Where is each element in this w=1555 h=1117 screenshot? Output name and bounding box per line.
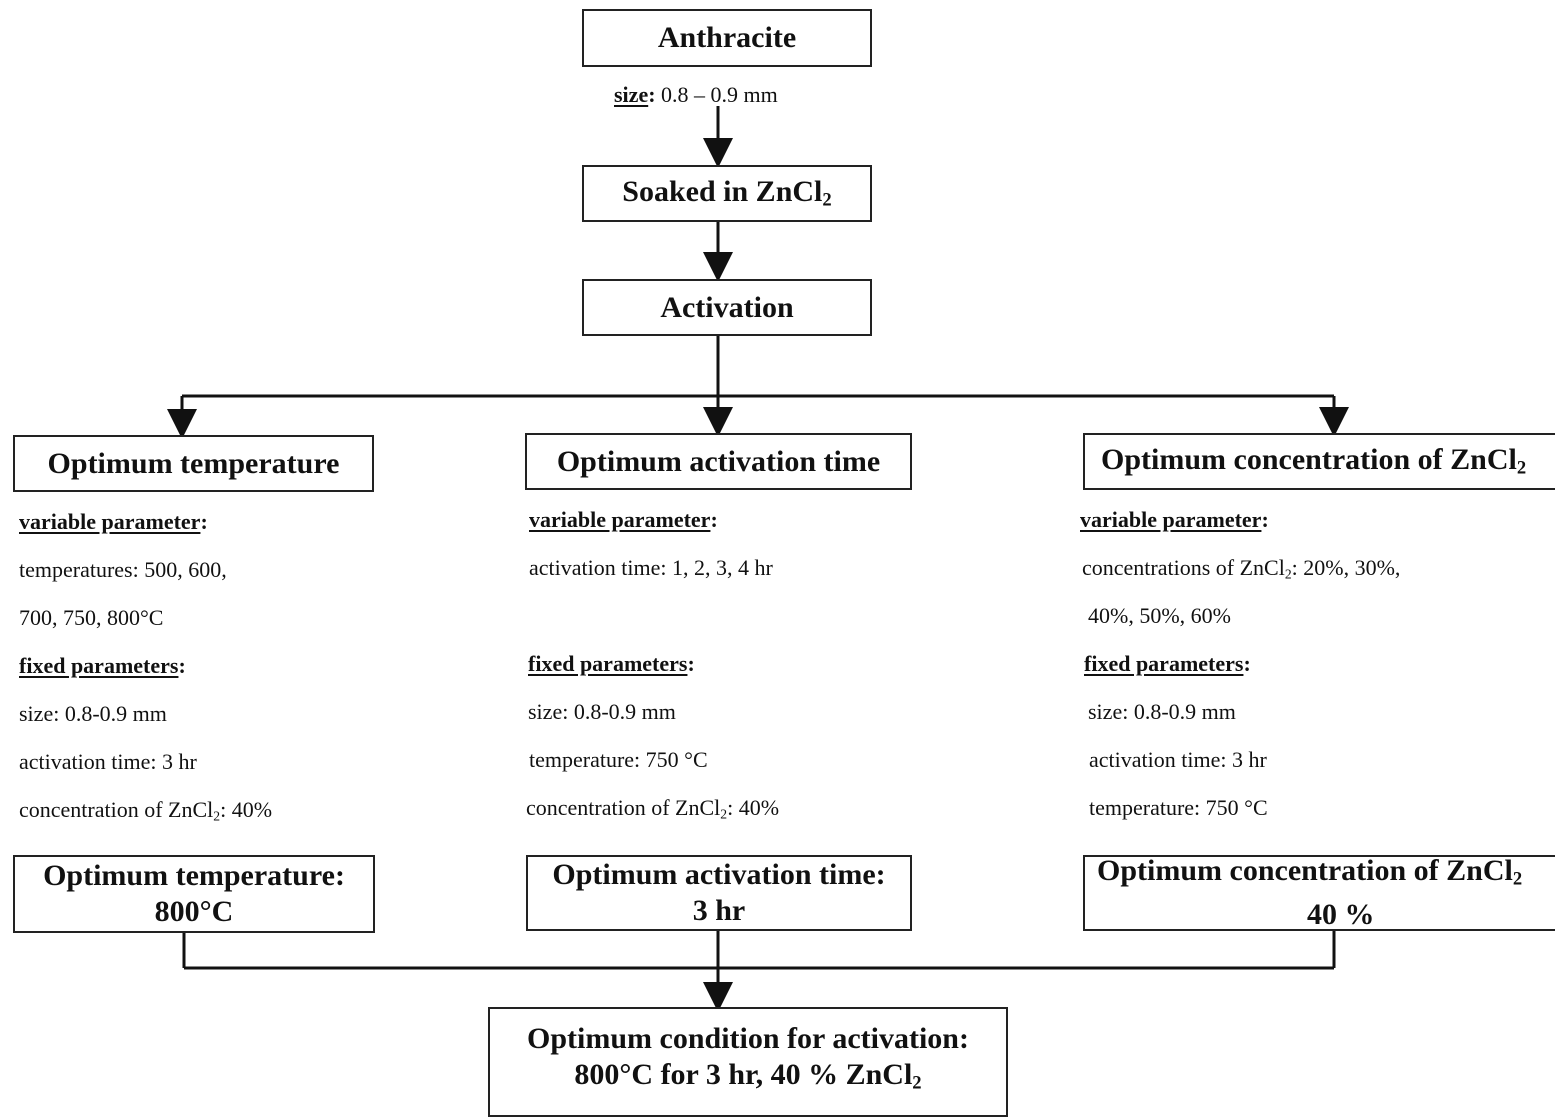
branch-3-title: Optimum concentration of ZnCl2	[1101, 443, 1527, 479]
branch-1-title: Optimum temperature	[47, 446, 340, 480]
soaked-label: Soaked in ZnCl2	[622, 175, 832, 211]
branch-1-result-box: Optimum temperature: 800°C	[13, 855, 375, 933]
branch-2-fixed-line-1: size: 0.8-0.9 mm	[528, 699, 676, 724]
branch-1-variable-line-1: temperatures: 500, 600,	[19, 557, 227, 582]
branch-2-variable-heading: variable parameter:	[529, 507, 718, 532]
final-line-2: 800°C for 3 hr, 40 % ZnCl2	[574, 1058, 922, 1094]
activation-label: Activation	[660, 290, 794, 324]
branch-2-fixed-line-3: concentration of ZnCl2: 40%	[526, 795, 780, 822]
branch-1-title-box: Optimum temperature	[13, 435, 374, 492]
branch-3-result-line-2: 40 %	[1307, 898, 1375, 931]
size-heading: size	[614, 82, 649, 107]
branch-2-result-box: Optimum activation time: 3 hr	[526, 855, 912, 931]
branch-3-fixed-heading: fixed parameters:	[1084, 651, 1251, 676]
branch-1-fixed-line-3: concentration of ZnCl2: 40%	[19, 797, 273, 824]
size-value: 0.8 – 0.9 mm	[661, 82, 778, 107]
branch-3-result-box: Optimum concentration of ZnCl2 40 %	[1083, 855, 1555, 931]
branch-3-title-box: Optimum concentration of ZnCl2	[1083, 433, 1555, 490]
branch-1-variable-heading: variable parameter:	[19, 509, 208, 534]
branch-3-fixed-line-2: activation time: 3 hr	[1089, 747, 1267, 772]
final-line-1: Optimum condition for activation:	[527, 1022, 969, 1055]
branch-3-fixed-line-1: size: 0.8-0.9 mm	[1088, 699, 1236, 724]
branch-1-fixed-heading: fixed parameters:	[19, 653, 186, 678]
branch-1-fixed-line-2: activation time: 3 hr	[19, 749, 197, 774]
branch-2-title: Optimum activation time	[556, 444, 881, 478]
branch-2-result-line-1: Optimum activation time:	[552, 858, 886, 891]
anthracite-box: Anthracite	[582, 9, 872, 67]
branch-1-result-line-2: 800°C	[154, 895, 234, 928]
branch-2-result-line-2: 3 hr	[692, 894, 746, 927]
final-condition-box: Optimum condition for activation: 800°C …	[488, 1007, 1008, 1117]
branch-1-variable-line-2: 700, 750, 800°C	[19, 605, 164, 630]
branch-2-fixed-line-2: temperature: 750 °C	[529, 747, 708, 772]
branch-3-variable-line-1: concentrations of ZnCl2: 20%, 30%,	[1082, 555, 1401, 582]
branch-3-variable-line-2: 40%, 50%, 60%	[1088, 603, 1231, 628]
branch-1-result-line-1: Optimum temperature:	[43, 859, 345, 892]
branch-1-fixed-line-1: size: 0.8-0.9 mm	[19, 701, 167, 726]
branch-2-variable-line-1: activation time: 1, 2, 3, 4 hr	[529, 555, 773, 580]
branch-3-fixed-line-3: temperature: 750 °C	[1089, 795, 1268, 820]
branch-3-variable-heading: variable parameter:	[1080, 507, 1269, 532]
branch-2-title-box: Optimum activation time	[525, 433, 912, 490]
activation-box: Activation	[582, 279, 872, 336]
soaked-box: Soaked in ZnCl2	[582, 165, 872, 222]
size-note: size: 0.8 – 0.9 mm	[614, 82, 778, 107]
branch-2-fixed-heading: fixed parameters:	[528, 651, 695, 676]
branch-3-result-line-1: Optimum concentration of ZnCl2	[1097, 855, 1523, 890]
anthracite-label: Anthracite	[657, 21, 797, 54]
